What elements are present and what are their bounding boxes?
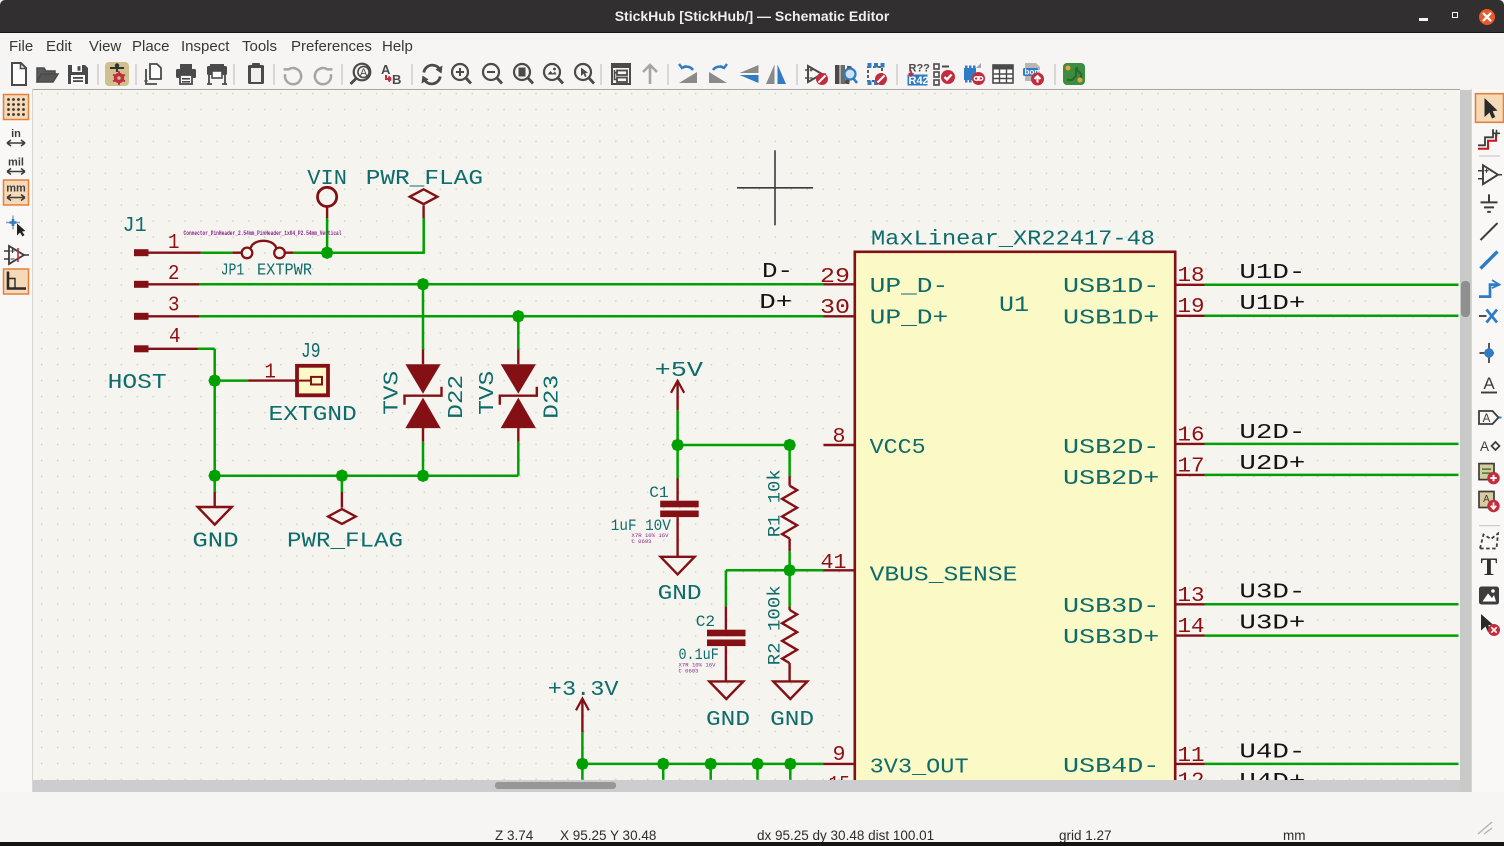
svg-text:TVS: TVS <box>477 370 500 414</box>
svg-text:PWR_FLAG: PWR_FLAG <box>366 167 483 190</box>
svg-text:U2D-: U2D- <box>1239 421 1305 444</box>
svg-text:17: 17 <box>1177 455 1204 478</box>
svg-text:19: 19 <box>1177 295 1204 318</box>
svg-text:41: 41 <box>820 551 846 574</box>
svg-text:U1: U1 <box>999 292 1029 317</box>
svg-text:in: in <box>11 128 21 140</box>
svg-text:Connector_PinHeader_2.54mm_Pin: Connector_PinHeader_2.54mm_PinHeader_1x0… <box>184 229 342 236</box>
svg-text:VBUS_SENSE: VBUS_SENSE <box>870 564 1018 587</box>
svg-text:11: 11 <box>1177 744 1204 767</box>
svg-text:16: 16 <box>1177 424 1204 447</box>
svg-text:0.1uF: 0.1uF <box>679 645 719 663</box>
svg-text:TVS: TVS <box>382 370 405 414</box>
svg-text:GND: GND <box>192 530 238 553</box>
svg-text:U3D+: U3D+ <box>1239 612 1305 635</box>
svg-text:+3.3V: +3.3V <box>548 678 619 701</box>
svg-text:HOST: HOST <box>108 371 167 394</box>
svg-text:C 0603: C 0603 <box>679 667 699 674</box>
svg-text:GND: GND <box>658 582 702 605</box>
svg-text:VCC5: VCC5 <box>870 436 926 459</box>
svg-text:A: A <box>381 62 391 77</box>
svg-text:C 0603: C 0603 <box>632 537 652 544</box>
svg-text:4: 4 <box>169 325 180 348</box>
svg-text:GND: GND <box>770 708 814 731</box>
svg-text:C1: C1 <box>649 483 668 501</box>
svg-text:USB1D+: USB1D+ <box>1063 307 1159 330</box>
svg-text:USB2D+: USB2D+ <box>1063 467 1159 490</box>
svg-text:9: 9 <box>832 743 845 766</box>
svg-text:R42: R42 <box>909 75 929 87</box>
svg-text:U1D-: U1D- <box>1239 261 1305 284</box>
svg-text:UP_D-: UP_D- <box>870 275 949 298</box>
svg-text:A: A <box>1480 439 1489 454</box>
svg-text:U2D+: U2D+ <box>1239 452 1305 475</box>
svg-text:A: A <box>1483 413 1491 425</box>
svg-text:EXTPWR: EXTPWR <box>257 261 312 280</box>
svg-text:bom: bom <box>1025 68 1042 77</box>
svg-text:EXTGND: EXTGND <box>269 403 357 426</box>
svg-text:USB3D-: USB3D- <box>1063 595 1159 618</box>
svg-text:MaxLinear_XR22417-48: MaxLinear_XR22417-48 <box>871 227 1155 251</box>
svg-text:X7R 10% 16V: X7R 10% 16V <box>632 531 670 538</box>
svg-text:U3D-: U3D- <box>1239 581 1305 604</box>
svg-text:1: 1 <box>168 231 179 254</box>
svg-text:D-: D- <box>762 260 793 283</box>
svg-text:USB2D-: USB2D- <box>1063 436 1159 459</box>
svg-text:GND: GND <box>706 708 750 731</box>
svg-text:D22: D22 <box>446 374 469 418</box>
svg-text:8: 8 <box>832 425 845 448</box>
svg-text:D23: D23 <box>541 374 564 418</box>
svg-text:R2 100k: R2 100k <box>765 585 785 665</box>
svg-text:J9: J9 <box>301 340 320 363</box>
svg-text:A: A <box>1483 374 1495 393</box>
svg-text:1: 1 <box>264 361 275 384</box>
svg-text:mm: mm <box>6 183 26 195</box>
svg-text:A: A <box>1483 494 1490 505</box>
svg-text:USB3D+: USB3D+ <box>1063 626 1159 649</box>
svg-text:U1D+: U1D+ <box>1239 292 1305 315</box>
svg-text:3: 3 <box>168 294 179 317</box>
svg-text:29: 29 <box>820 265 850 288</box>
svg-text:mil: mil <box>8 157 24 169</box>
svg-text:18: 18 <box>1177 264 1204 287</box>
svg-text:R1 10k: R1 10k <box>765 469 785 537</box>
svg-text:USB4D-: USB4D- <box>1063 755 1159 778</box>
svg-text:USB1D-: USB1D- <box>1063 275 1159 298</box>
svg-text:T: T <box>1481 554 1498 581</box>
svg-text:+5V: +5V <box>655 359 704 382</box>
svg-text:U4D-: U4D- <box>1239 741 1305 764</box>
svg-text:R??: R?? <box>909 63 931 75</box>
svg-text:PWR_FLAG: PWR_FLAG <box>287 530 403 553</box>
svg-text:C2: C2 <box>696 612 715 630</box>
svg-text:2: 2 <box>168 262 179 285</box>
svg-text:X7R 10% 16V: X7R 10% 16V <box>679 661 717 668</box>
svg-text:UP_D+: UP_D+ <box>870 307 949 330</box>
svg-text:14: 14 <box>1177 615 1204 638</box>
svg-text:3V3_OUT: 3V3_OUT <box>870 756 969 779</box>
svg-text:VIN: VIN <box>307 167 347 190</box>
svg-text:1uF 10V: 1uF 10V <box>611 516 671 534</box>
svg-text:JP1: JP1 <box>221 261 244 280</box>
svg-text:J1: J1 <box>123 214 147 237</box>
svg-text:D+: D+ <box>759 291 792 314</box>
svg-text:30: 30 <box>820 296 850 319</box>
svg-text:A: A <box>360 67 368 79</box>
svg-text:B: B <box>392 72 401 87</box>
svg-text:13: 13 <box>1177 584 1204 607</box>
